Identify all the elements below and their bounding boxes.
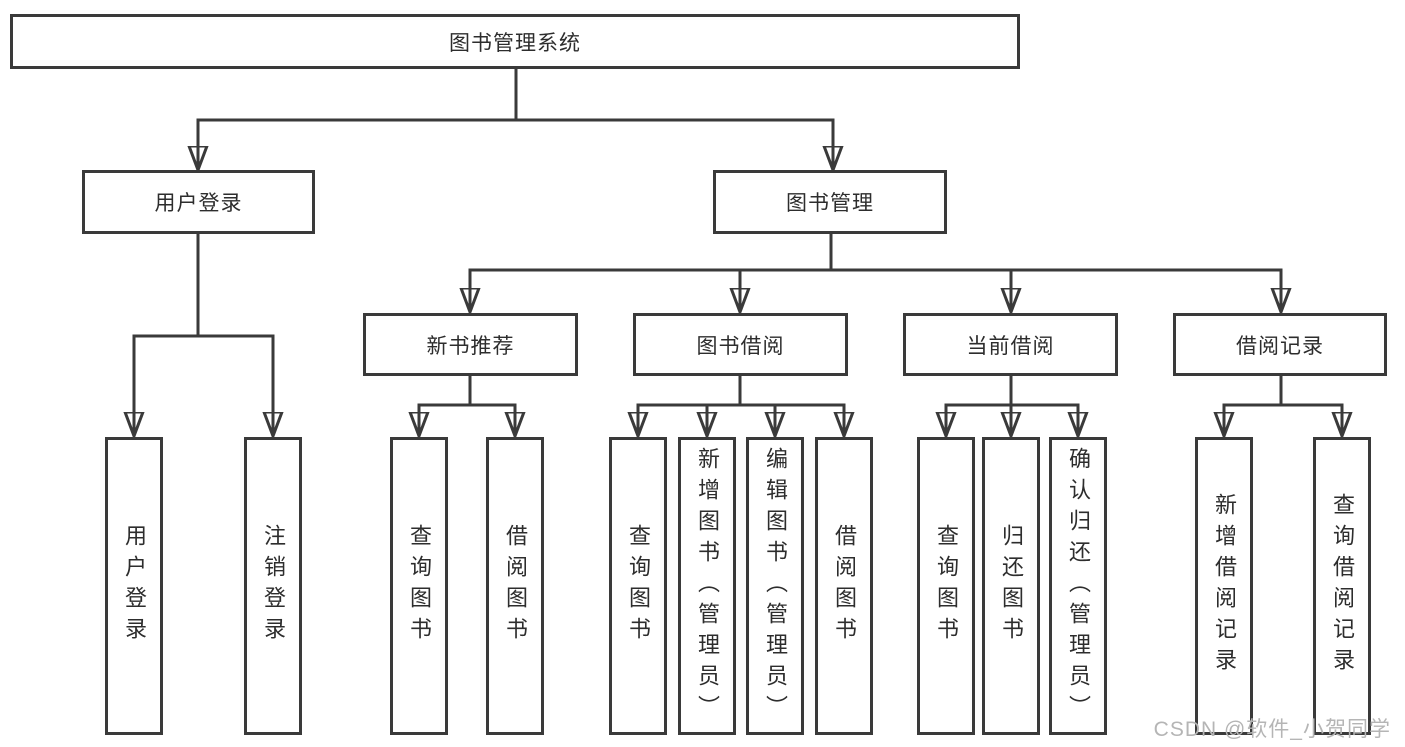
leaf-logout: 注销登录 xyxy=(244,437,302,735)
leaf-user-login: 用户登录 xyxy=(105,437,163,735)
node-user-login: 用户登录 xyxy=(82,170,315,234)
node-new-book-recommend: 新书推荐 xyxy=(363,313,578,376)
node-book-management: 图书管理 xyxy=(713,170,947,234)
node-current-borrowing: 当前借阅 xyxy=(903,313,1118,376)
leaf-cb-confirm-return-admin: 确认归还（管理员） xyxy=(1049,437,1107,735)
node-library-system: 图书管理系统 xyxy=(10,14,1020,69)
leaf-bb-query-books: 查询图书 xyxy=(609,437,667,735)
leaf-br-add-record: 新增借阅记录 xyxy=(1195,437,1253,735)
leaf-br-query-record: 查询借阅记录 xyxy=(1313,437,1371,735)
node-book-borrowing: 图书借阅 xyxy=(633,313,848,376)
leaf-bb-borrow-books: 借阅图书 xyxy=(815,437,873,735)
leaf-nbr-borrow-books: 借阅图书 xyxy=(486,437,544,735)
leaf-cb-query-books: 查询图书 xyxy=(917,437,975,735)
leaf-cb-return-books: 归还图书 xyxy=(982,437,1040,735)
csdn-watermark: CSDN @软件_小贺同学 xyxy=(1153,718,1391,741)
leaf-bb-add-books-admin: 新增图书（管理员） xyxy=(678,437,736,735)
node-borrowing-records: 借阅记录 xyxy=(1173,313,1387,376)
leaf-nbr-query-books: 查询图书 xyxy=(390,437,448,735)
leaf-bb-edit-books-admin: 编辑图书（管理员） xyxy=(746,437,804,735)
